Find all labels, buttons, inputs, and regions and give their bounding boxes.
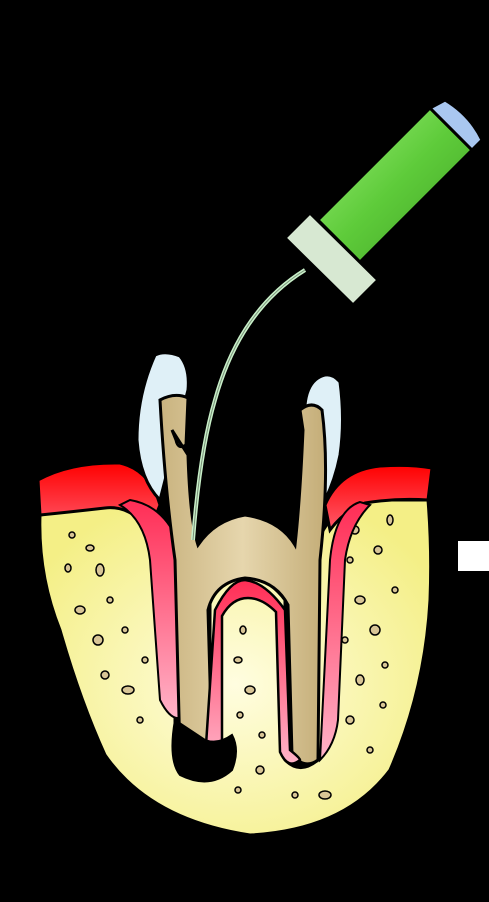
endodontic-file-icon (285, 100, 482, 305)
handle (318, 108, 472, 262)
pointer-bar (458, 541, 489, 571)
